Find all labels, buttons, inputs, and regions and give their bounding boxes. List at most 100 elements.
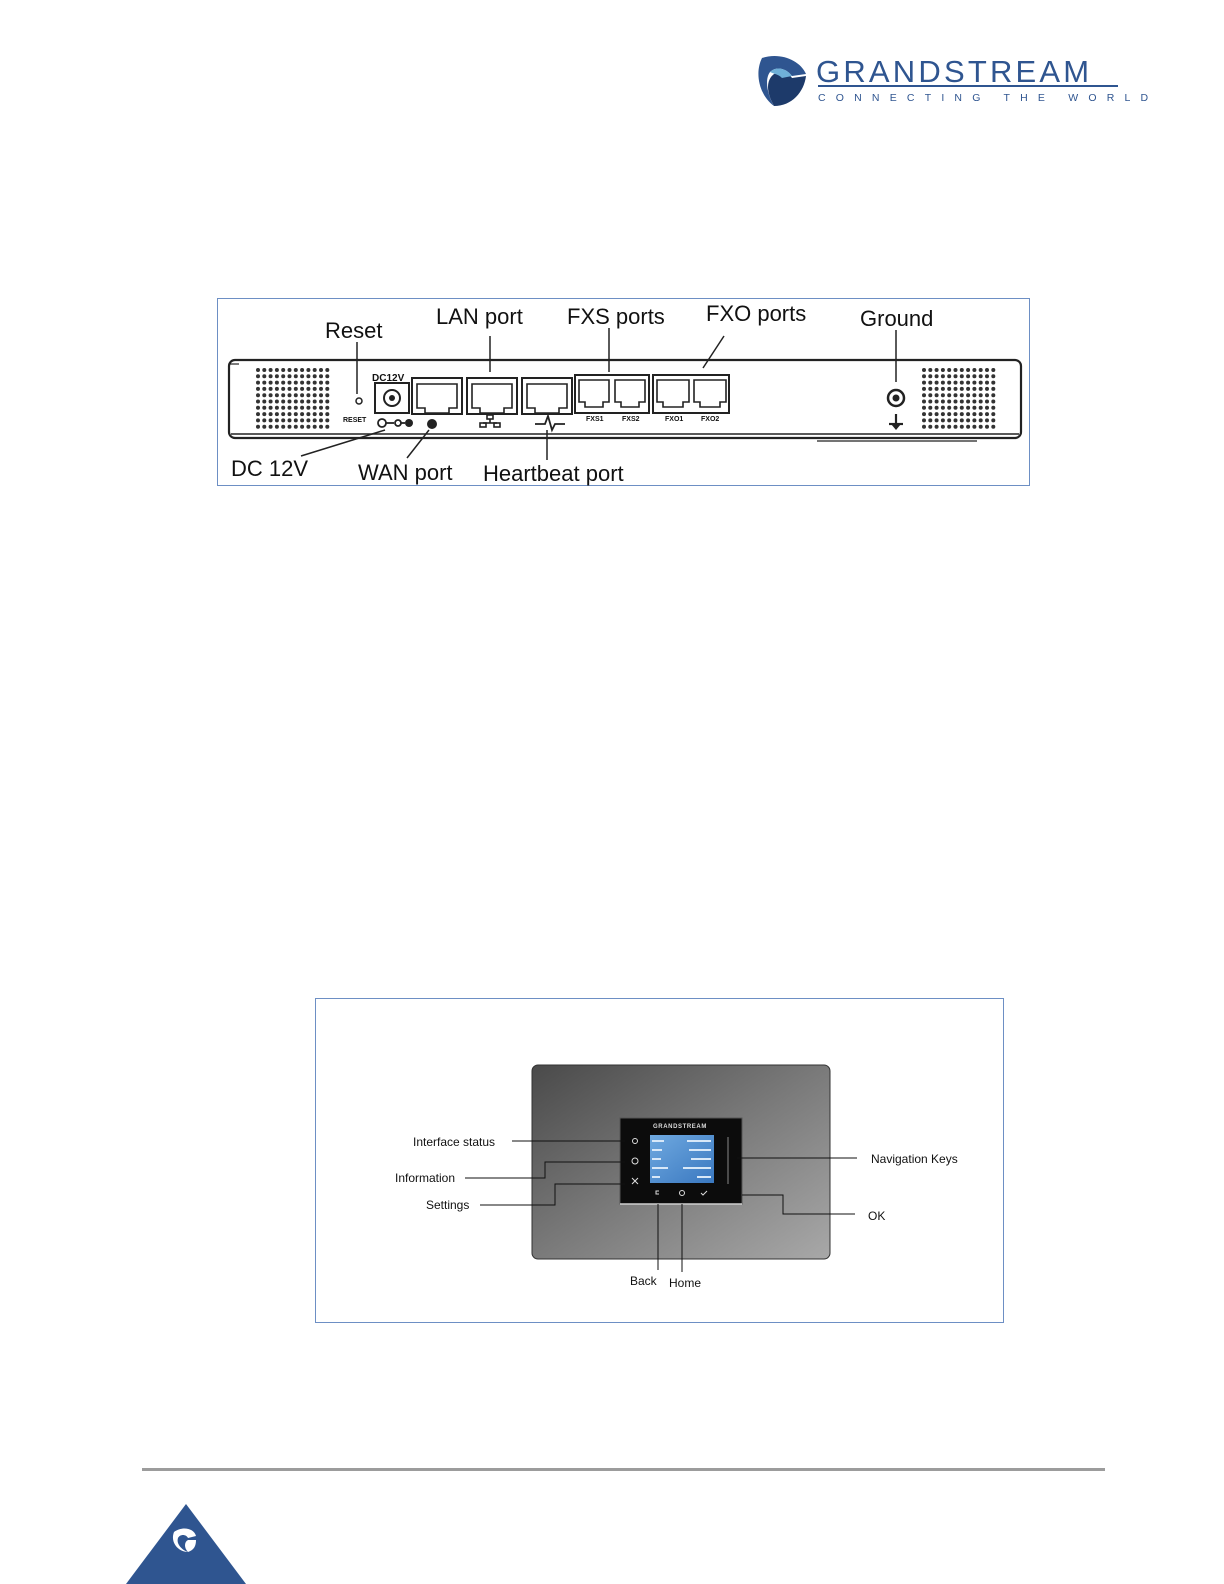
vent-hole <box>966 374 970 378</box>
vent-hole <box>256 425 260 429</box>
vent-hole <box>306 387 310 391</box>
vent-hole <box>275 381 279 385</box>
vent-hole <box>985 425 989 429</box>
vent-hole <box>935 400 939 404</box>
vent-hole <box>947 381 951 385</box>
vent-hole <box>941 387 945 391</box>
grandstream-swirl-logo-icon <box>752 52 810 110</box>
vent-hole <box>269 374 273 378</box>
vent-hole <box>922 418 926 422</box>
vent-hole <box>935 393 939 397</box>
vent-hole <box>922 387 926 391</box>
vent-hole <box>954 425 958 429</box>
vent-hole <box>275 393 279 397</box>
vent-hole <box>960 412 964 416</box>
vent-hole <box>313 381 317 385</box>
vent-hole <box>947 368 951 372</box>
vent-hole <box>947 412 951 416</box>
label-settings: Settings <box>426 1198 469 1212</box>
vent-hole <box>319 412 323 416</box>
vent-hole <box>319 425 323 429</box>
vent-hole <box>966 412 970 416</box>
vent-hole <box>941 418 945 422</box>
vent-hole <box>991 400 995 404</box>
vent-hole <box>313 418 317 422</box>
label-home: Home <box>669 1276 701 1290</box>
label-dc-12v: DC 12V <box>231 456 308 482</box>
brand-tagline: CONNECTING THE WORLD <box>818 92 1158 104</box>
fxs1-marking: FXS1 <box>586 416 604 423</box>
vent-hole <box>288 418 292 422</box>
vent-hole <box>960 387 964 391</box>
vent-hole <box>300 387 304 391</box>
label-interface-status: Interface status <box>413 1135 495 1149</box>
vent-hole <box>985 418 989 422</box>
vent-hole <box>972 418 976 422</box>
vent-hole <box>947 387 951 391</box>
reset-marking: RESET <box>343 417 366 424</box>
wan-globe-icon <box>427 419 437 429</box>
vent-hole <box>325 400 329 404</box>
vent-hole <box>947 418 951 422</box>
vent-hole <box>972 368 976 372</box>
label-lan-port: LAN port <box>436 304 523 330</box>
vent-hole <box>256 381 260 385</box>
vent-hole <box>288 368 292 372</box>
vent-hole <box>319 387 323 391</box>
vent-hole <box>985 387 989 391</box>
label-wan-port: WAN port <box>358 460 453 486</box>
vent-hole <box>966 381 970 385</box>
vent-hole <box>935 381 939 385</box>
vent-hole <box>935 425 939 429</box>
vent-hole <box>972 374 976 378</box>
vent-hole <box>313 400 317 404</box>
vent-hole <box>979 400 983 404</box>
vent-hole <box>281 418 285 422</box>
vent-hole <box>991 374 995 378</box>
label-ground: Ground <box>860 306 933 332</box>
vent-hole <box>325 425 329 429</box>
vent-hole <box>288 387 292 391</box>
label-fxs-ports: FXS ports <box>567 304 665 330</box>
vent-hole <box>262 425 266 429</box>
vent-hole <box>985 400 989 404</box>
vent-hole <box>960 393 964 397</box>
vent-hole <box>941 393 945 397</box>
vent-hole <box>313 412 317 416</box>
vent-hole <box>922 400 926 404</box>
vent-hole <box>941 400 945 404</box>
vent-hole <box>979 418 983 422</box>
vent-hole <box>275 412 279 416</box>
vent-hole <box>960 406 964 410</box>
vent-hole <box>928 393 932 397</box>
label-back: Back <box>630 1274 657 1288</box>
vent-hole <box>275 374 279 378</box>
vent-hole <box>941 368 945 372</box>
vent-hole <box>306 412 310 416</box>
vent-hole <box>954 412 958 416</box>
vent-hole <box>281 374 285 378</box>
vent-hole <box>954 406 958 410</box>
vent-hole <box>275 418 279 422</box>
vent-hole <box>262 418 266 422</box>
vent-hole <box>935 418 939 422</box>
vent-hole <box>275 425 279 429</box>
vent-hole <box>928 412 932 416</box>
vent-hole <box>935 387 939 391</box>
vent-hole <box>288 374 292 378</box>
vent-hole <box>985 412 989 416</box>
vent-hole <box>941 425 945 429</box>
vent-hole <box>300 400 304 404</box>
vent-hole <box>256 368 260 372</box>
vent-hole <box>979 368 983 372</box>
vent-hole <box>325 387 329 391</box>
footer-divider <box>142 1468 1105 1471</box>
vent-hole <box>991 381 995 385</box>
vent-hole <box>288 406 292 410</box>
vent-hole <box>306 400 310 404</box>
vent-hole <box>954 368 958 372</box>
vent-hole <box>256 418 260 422</box>
vent-hole <box>294 400 298 404</box>
vent-hole <box>313 425 317 429</box>
vent-hole <box>294 406 298 410</box>
